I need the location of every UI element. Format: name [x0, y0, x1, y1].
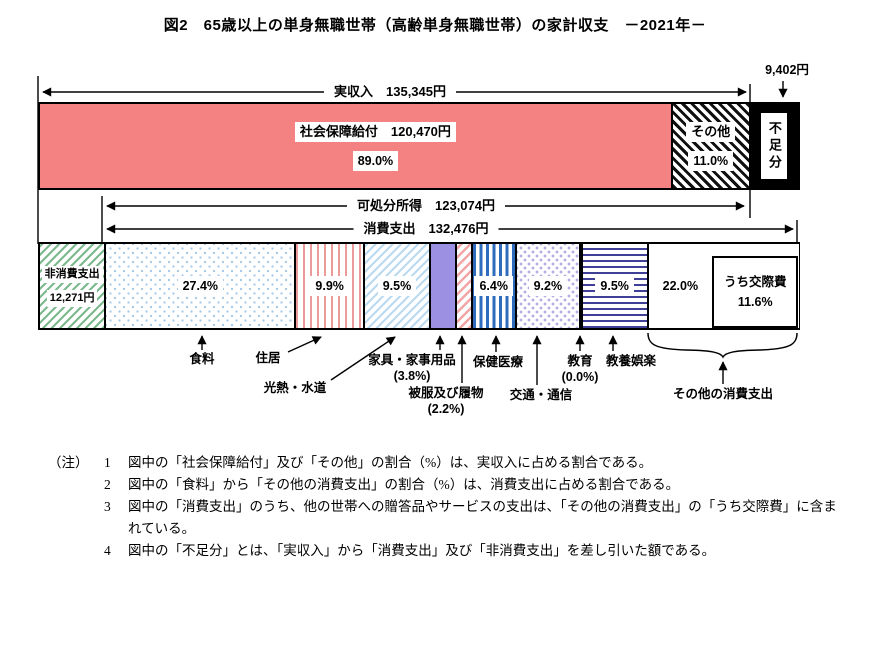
segment-non-consumption: 非消費支出 12,271円	[40, 244, 105, 328]
segment-education	[578, 244, 581, 328]
housing-pct: 9.9%	[310, 276, 349, 296]
note-heading: （注）	[48, 455, 89, 470]
shortfall-amount-label: 9,402円	[765, 63, 809, 77]
note-item: 1 図中の「社会保障給付」及び「その他」の割合（%）は、実収入に占める割合である…	[104, 455, 653, 470]
social-security-pct: 89.0%	[352, 150, 399, 171]
callout-utilities: 光熱・水道	[263, 381, 327, 395]
non-consumption-amount: 12,271円	[46, 289, 98, 307]
callout-furniture: 家具・家事用品 (3.8%)	[368, 353, 456, 383]
food-pct: 27.4%	[177, 276, 224, 296]
social-expenses-pct: 11.6%	[737, 294, 773, 309]
consumption-arrow-label: 消費支出 132,476円	[353, 221, 499, 237]
real-income-arrow-label: 実収入 135,345円	[324, 84, 456, 100]
segment-medical: 6.4%	[470, 244, 515, 328]
social-expenses-box: うち交際費 11.6%	[712, 256, 799, 328]
non-consumption-label: 非消費支出	[41, 265, 103, 283]
shortfall-label: 不足分	[761, 113, 788, 179]
note-list: 1 図中の「社会保障給付」及び「その他」の割合（%）は、実収入に占める割合である…	[104, 452, 844, 562]
disposable-income-arrow-label: 可処分所得 123,074円	[347, 198, 505, 214]
segment-housing: 9.9%	[294, 244, 363, 328]
social-security-label: 社会保障給付 120,470円	[294, 121, 456, 142]
segment-other-consumption: 22.0% うち交際費 11.6%	[646, 244, 800, 328]
figure-title: 図2 65歳以上の単身無職世帯（高齢単身無職世帯）の家計収支 －2021年－	[163, 17, 707, 34]
note-item: 2 図中の「食料」から「その他の消費支出」の割合（%）は、消費支出に占める割合で…	[104, 477, 680, 492]
social-expenses-label: うち交際費	[723, 274, 787, 289]
callout-other-consumption: その他の消費支出	[672, 387, 774, 401]
segment-utilities: 9.5%	[363, 244, 429, 328]
utilities-pct: 9.5%	[377, 276, 417, 296]
segment-transport: 9.2%	[514, 244, 579, 328]
segment-clothing	[455, 244, 471, 328]
segment-social-security: 社会保障給付 120,470円 89.0%	[40, 104, 671, 188]
callout-clothing: 被服及び履物 (2.2%)	[408, 386, 484, 416]
non-consumption-labels: 非消費支出 12,271円	[41, 265, 103, 307]
culture-pct: 9.5%	[595, 276, 634, 296]
callout-transport: 交通・通信	[509, 388, 573, 402]
income-bar: 社会保障給付 120,470円 89.0% その他 11.0% 不足分	[38, 102, 800, 190]
transport-pct: 9.2%	[528, 276, 568, 296]
other-income-label: その他	[686, 121, 736, 142]
callout-education: 教育 (0.0%)	[561, 354, 599, 384]
other-income-labels: その他 11.0%	[686, 121, 736, 171]
segment-shortfall: 不足分	[748, 104, 798, 188]
other-income-pct: 11.0%	[688, 150, 734, 171]
segment-furniture	[428, 244, 456, 328]
note-item: 3 図中の「消費支出」のうち、他の世帯への贈答品やサービスの支出は、「その他の消…	[104, 499, 837, 536]
callout-culture: 教養娯楽	[605, 354, 657, 368]
segment-food: 27.4%	[104, 244, 295, 328]
expense-bar: 非消費支出 12,271円 27.4% 9.9% 9.5% 6.4% 9.2% …	[38, 242, 800, 330]
social-security-labels: 社会保障給付 120,470円 89.0%	[294, 121, 456, 171]
segment-culture: 9.5%	[580, 244, 647, 328]
segment-other-income: その他 11.0%	[670, 104, 749, 188]
medical-pct: 6.4%	[474, 276, 513, 296]
callout-housing: 住居	[255, 351, 281, 365]
other-consumption-pct: 22.0%	[662, 279, 699, 293]
notes: （注） 1 図中の「社会保障給付」及び「その他」の割合（%）は、実収入に占める割…	[48, 452, 848, 562]
callout-medical: 保健医療	[472, 355, 524, 369]
callout-food: 食料	[189, 352, 215, 366]
note-item: 4 図中の「不足分」とは、「実収入」から「消費支出」及び「非消費支出」を差し引い…	[104, 543, 716, 558]
